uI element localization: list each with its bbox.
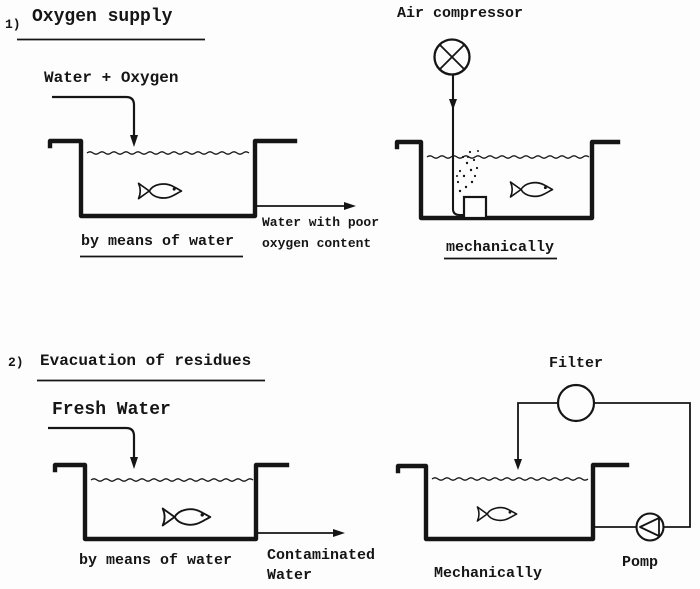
water-method-tank bbox=[47, 138, 298, 219]
tank-outline bbox=[52, 462, 290, 542]
section1-title: Oxygen supply bbox=[32, 7, 173, 27]
water-surface-wave bbox=[90, 478, 254, 482]
air-compressor-label: Air compressor bbox=[397, 5, 524, 22]
arrowhead-right-icon bbox=[333, 529, 345, 537]
arrowhead-right-icon bbox=[344, 202, 356, 210]
arrowhead-down-icon bbox=[130, 457, 138, 469]
compressor-cross bbox=[439, 44, 465, 70]
inflow-label-water-oxygen: Water + Oxygen bbox=[44, 69, 179, 87]
arrowhead-down-icon bbox=[514, 459, 522, 470]
caption-mechanically-1: mechanically bbox=[446, 239, 555, 256]
air-pipe bbox=[451, 75, 464, 217]
filter-return-line bbox=[594, 402, 691, 528]
caption-mechanically-2: Mechanically bbox=[434, 565, 543, 582]
outflow-label-line2: Water bbox=[267, 567, 313, 584]
section1-index: 1) bbox=[5, 17, 21, 32]
tank-outline bbox=[395, 462, 630, 542]
outflow-label-line1: Contaminated bbox=[267, 547, 376, 564]
outflow-arrow bbox=[257, 202, 356, 210]
inflow-label-fresh-water: Fresh Water bbox=[52, 400, 171, 420]
mechanical-method-tank bbox=[394, 139, 621, 221]
tank-outline bbox=[394, 139, 621, 221]
water-surface-wave bbox=[431, 477, 589, 481]
water-surface-wave bbox=[86, 151, 250, 155]
mechanical-method-tank bbox=[395, 462, 630, 542]
outflow-label-line2: oxygen content bbox=[262, 236, 372, 251]
caption-by-means-of-water-2: by means of water bbox=[79, 552, 233, 569]
outflow-label-line1: Water with poor bbox=[262, 215, 380, 230]
inflow-pipe bbox=[52, 95, 136, 136]
section2-title: Evacuation of residues bbox=[40, 352, 252, 370]
filter-icon bbox=[556, 383, 596, 423]
fish-icon bbox=[137, 182, 183, 200]
pump-label: Pomp bbox=[622, 554, 659, 571]
pump-triangle bbox=[639, 517, 660, 537]
air-compressor-assembly bbox=[433, 38, 488, 220]
filtration-loop bbox=[514, 383, 691, 542]
aerator-box-icon bbox=[462, 195, 488, 220]
oxygen-supply-section bbox=[17, 38, 621, 260]
caption-by-means-of-water-1: by means of water bbox=[81, 233, 235, 250]
pump-icon bbox=[635, 512, 665, 542]
fish-icon bbox=[476, 506, 518, 522]
arrowhead-down-icon bbox=[449, 99, 457, 110]
fish-icon bbox=[161, 507, 212, 527]
outflow-arrow bbox=[258, 529, 345, 537]
bubbles-icon bbox=[456, 150, 479, 193]
inflow-arrow bbox=[52, 95, 138, 147]
filter-inlet-line bbox=[517, 402, 558, 460]
tank-outline bbox=[47, 138, 298, 219]
fish-icon bbox=[509, 181, 554, 198]
inflow-pipe bbox=[48, 426, 136, 458]
arrowhead-down-icon bbox=[130, 135, 138, 147]
filter-label: Filter bbox=[549, 355, 604, 372]
section2-index: 2) bbox=[8, 355, 24, 370]
inflow-arrow bbox=[48, 426, 138, 469]
evacuation-section bbox=[37, 379, 691, 542]
water-surface-wave bbox=[426, 155, 590, 159]
compressor-icon bbox=[433, 38, 471, 76]
water-method-tank bbox=[52, 462, 290, 542]
